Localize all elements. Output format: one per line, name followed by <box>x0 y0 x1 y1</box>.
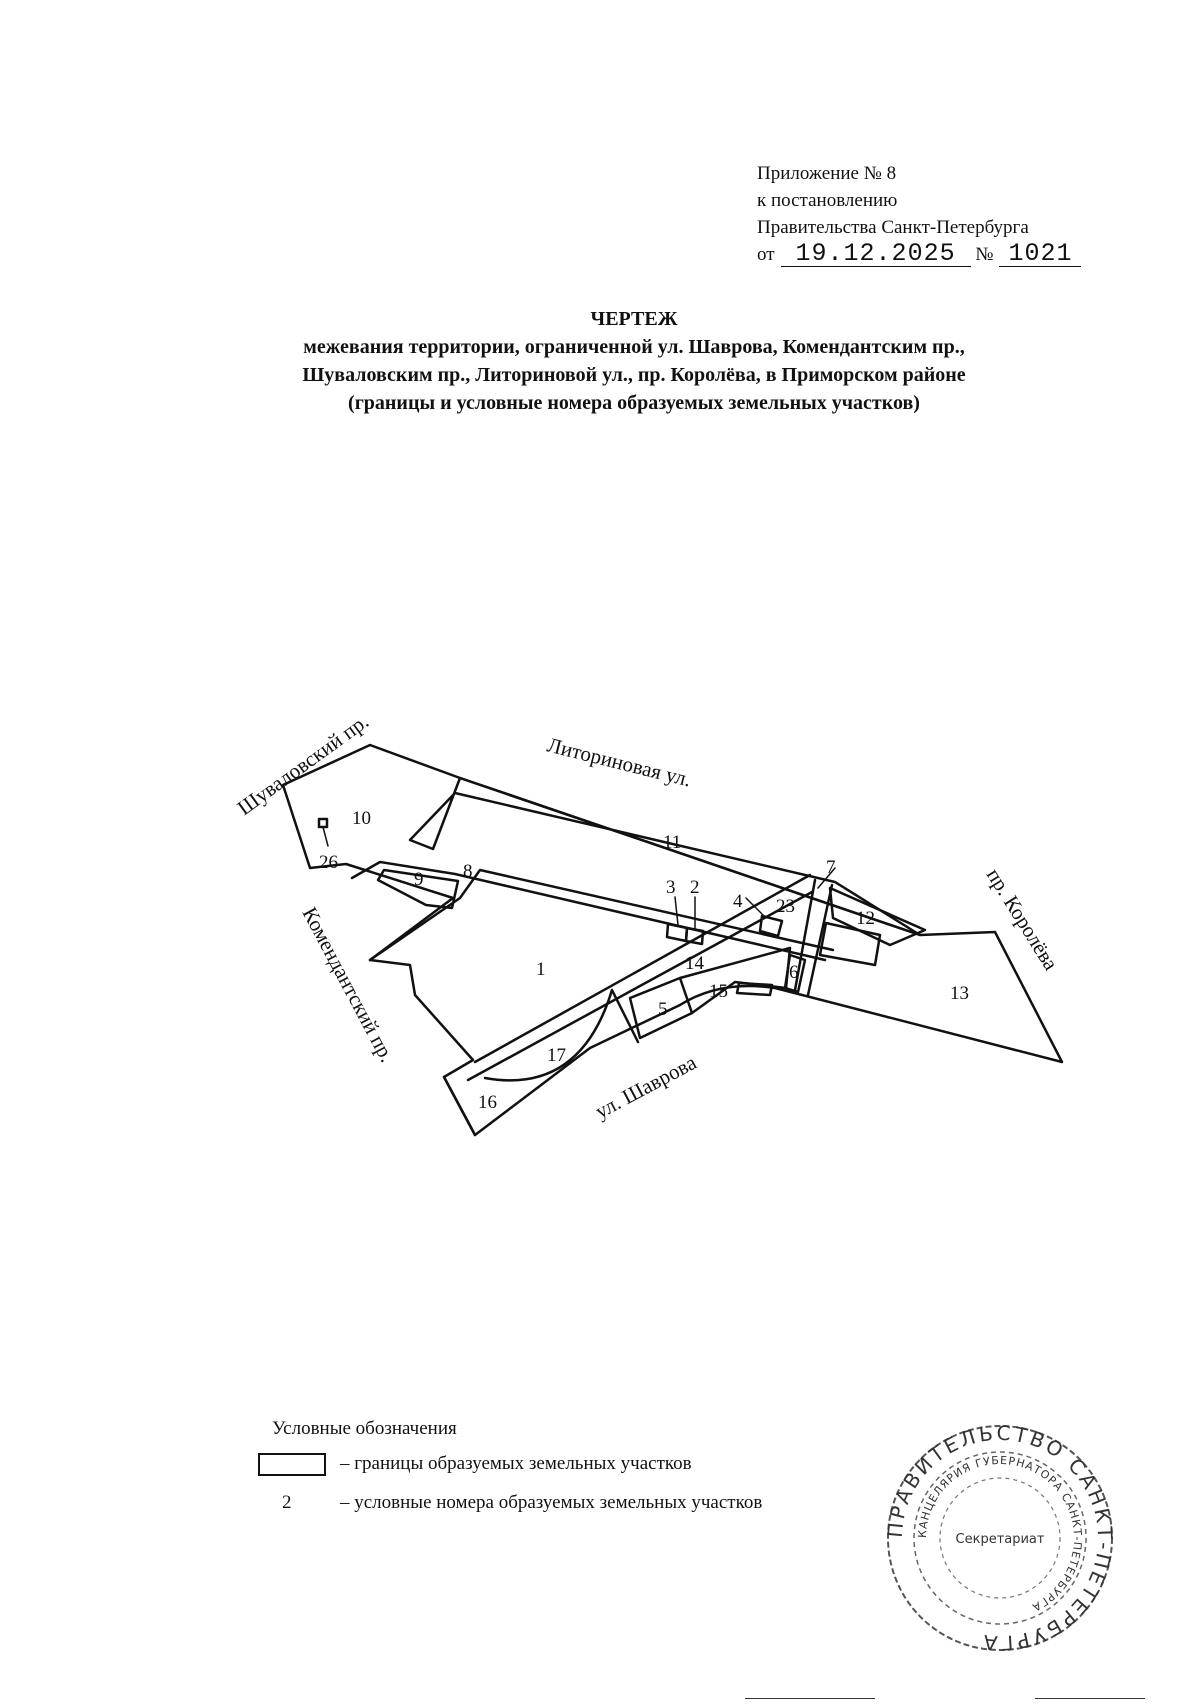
title-heading: ЧЕРТЕЖ <box>590 308 678 330</box>
plot-number-1: 1 <box>536 959 546 980</box>
seal-center-text: Секретариат <box>956 1532 1045 1547</box>
legend-number-text: – условные номера образуемых земельных у… <box>340 1492 763 1513</box>
title-line-3: (границы и условные номера образуемых зе… <box>348 392 920 414</box>
plot-number-14: 14 <box>685 953 705 974</box>
legend-number-sample: 2 <box>282 1492 292 1513</box>
plot-2-boundary <box>684 926 705 946</box>
plot-number-16: 16 <box>478 1092 497 1113</box>
plot-number-17: 17 <box>547 1045 566 1066</box>
title-line-2: Шуваловским пр., Литориновой ул., пр. Ко… <box>302 364 966 386</box>
street-label-komendantsky: Комендантский пр. <box>298 903 400 1066</box>
plot-11-boundary <box>408 776 922 937</box>
official-seal: ПРАВИТЕЛЬСТВО САНКТ-ПЕТЕРБУРГА КАНЦЕЛЯРИ… <box>883 1421 1115 1656</box>
plot-1-boundary <box>368 868 835 962</box>
plot-number-8: 8 <box>463 861 473 882</box>
street-label-shavrova: ул. Шаврова <box>591 1050 701 1124</box>
leader-4 <box>745 897 767 919</box>
appendix-resolution-ref: к постановлению <box>757 190 898 211</box>
plot-number-10: 10 <box>352 808 371 829</box>
plot-12-inner-boundary <box>818 921 882 967</box>
plot-10-boundary <box>350 860 827 962</box>
title-line-1: межевания территории, ограниченной ул. Ш… <box>303 336 965 358</box>
street-label-litorinovaya: Литориновая ул. <box>545 733 694 792</box>
plot-number-6: 6 <box>789 962 799 983</box>
plot-7-boundary <box>793 878 834 997</box>
resolution-date: 19.12.2025 <box>780 241 971 267</box>
plot-3-boundary <box>665 922 689 943</box>
plot-16-boundary <box>442 1075 477 1137</box>
leader-3 <box>674 896 679 926</box>
resolution-number: 1021 <box>999 241 1082 267</box>
document-title: ЧЕРТЕЖ межевания территории, ограниченно… <box>150 305 1118 417</box>
appendix-header: Приложение № 8 к постановлению Правитель… <box>757 160 1082 268</box>
bottom-rule-right <box>1035 1698 1145 1699</box>
plot-number-26: 26 <box>319 852 338 873</box>
plot-number-12: 12 <box>856 908 875 929</box>
plot-number-23: 23 <box>776 896 795 917</box>
date-prefix: от <box>757 244 775 265</box>
legend-boundary-symbol <box>258 1453 326 1476</box>
plot-number-15: 15 <box>709 981 728 1002</box>
plot-number-13: 13 <box>950 983 969 1004</box>
appendix-number: Приложение № 8 <box>757 163 897 184</box>
number-prefix: № <box>975 244 994 265</box>
plot-17-boundary <box>483 988 640 1082</box>
legend-title: Условные обозначения <box>272 1418 457 1439</box>
map-outer-boundary <box>281 743 1064 1137</box>
street-label-koroleva: пр. Королёва <box>982 864 1064 975</box>
plot-number-5: 5 <box>658 999 668 1020</box>
plot-number-7: 7 <box>826 857 836 878</box>
legend-boundary-text: – границы образуемых земельных участков <box>340 1453 692 1474</box>
bottom-rule-left <box>745 1698 875 1699</box>
plot-12-boundary <box>828 886 927 947</box>
plot-4-boundary <box>758 914 784 938</box>
street-label-shuvalovsky: Шуваловский пр. <box>233 709 373 820</box>
plot-number-9: 9 <box>414 869 424 890</box>
appendix-government: Правительства Санкт-Петербурга <box>757 217 1029 238</box>
plot-number-2: 2 <box>690 877 700 898</box>
plot-number-11: 11 <box>663 832 681 853</box>
plot-number-3: 3 <box>666 877 676 898</box>
leader-7 <box>817 867 836 889</box>
plot-9-boundary <box>376 868 460 910</box>
plot-number-4: 4 <box>733 891 743 912</box>
plot-26-marker <box>317 817 329 829</box>
leader-26 <box>322 826 329 847</box>
plot-14-wedge <box>678 946 792 1015</box>
